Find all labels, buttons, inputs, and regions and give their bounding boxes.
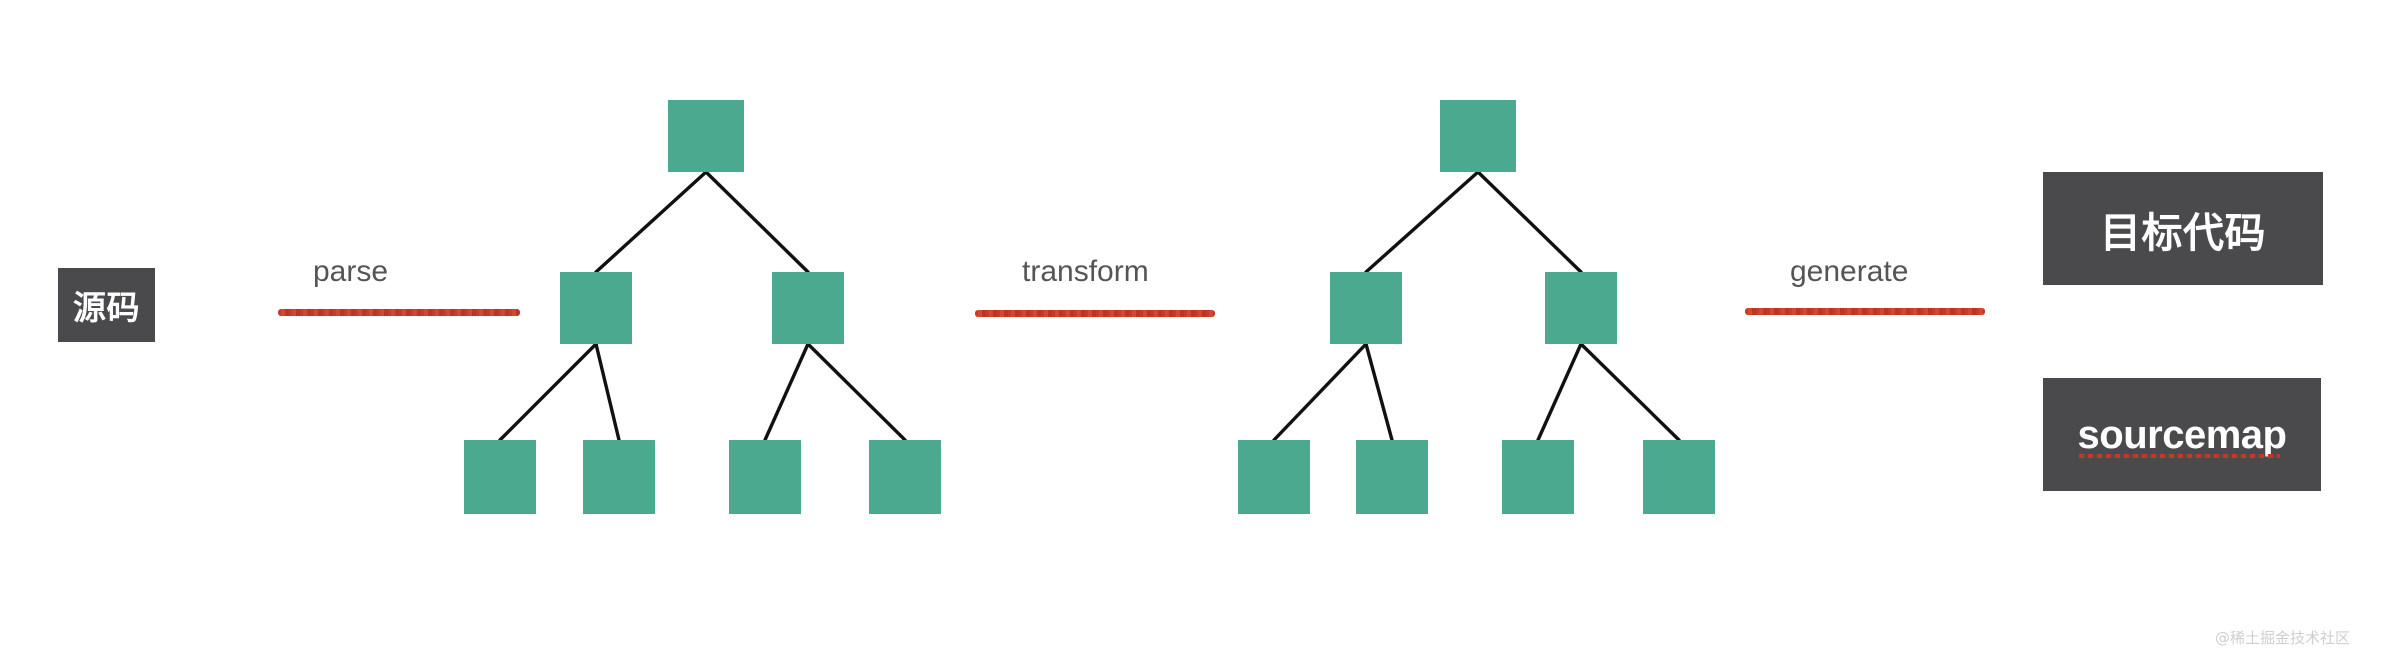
source-code-box[interactable]: 源码	[58, 268, 155, 342]
stage-label-parse: parse	[313, 255, 389, 288]
ast-node[interactable]	[1330, 272, 1402, 344]
source-code-label: 源码	[73, 288, 140, 327]
ast-node[interactable]	[729, 440, 801, 514]
stage-label-generate: generate	[1790, 255, 1909, 288]
ast-node[interactable]	[583, 440, 655, 514]
watermark: @稀土掘金技术社区	[2214, 629, 2350, 647]
ast-node[interactable]	[772, 272, 844, 344]
stage-label-transform: transform	[1022, 255, 1149, 288]
target-code-box[interactable]: 目标代码	[2043, 172, 2323, 285]
transform-arrow-rule	[975, 310, 1215, 317]
sourcemap-box[interactable]: sourcemap	[2043, 378, 2321, 491]
ast-node[interactable]	[1643, 440, 1715, 514]
ast-node[interactable]	[869, 440, 941, 514]
ast-node[interactable]	[560, 272, 632, 344]
ast-node[interactable]	[1502, 440, 1574, 514]
ast-node[interactable]	[1238, 440, 1310, 514]
sourcemap-label: sourcemap	[2077, 412, 2287, 458]
ast-node[interactable]	[464, 440, 536, 514]
parse-arrow-rule	[278, 309, 520, 316]
ast-node[interactable]	[1356, 440, 1428, 514]
ast-node[interactable]	[1545, 272, 1617, 344]
generate-arrow-rule	[1745, 308, 1985, 315]
ast-node[interactable]	[668, 100, 744, 172]
target-code-label: 目标代码	[2100, 208, 2266, 257]
ast-node[interactable]	[1440, 100, 1516, 172]
